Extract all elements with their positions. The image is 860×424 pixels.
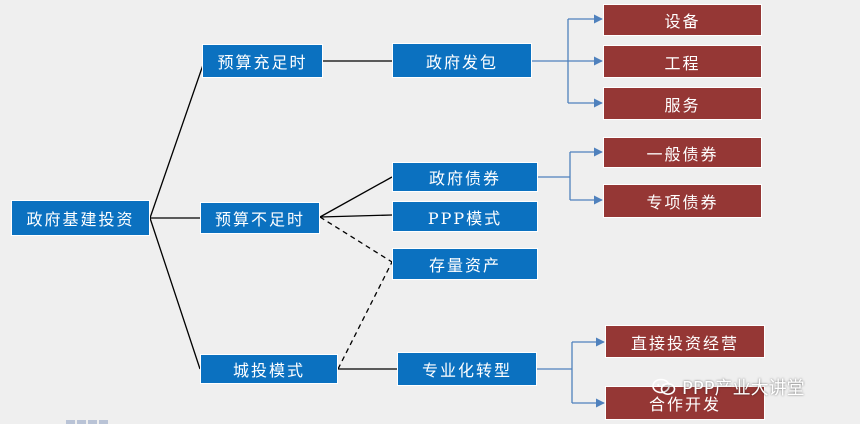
- node-gov-bonds: 政府债券: [392, 162, 538, 192]
- edge-root-sufficient: [149, 61, 205, 219]
- edge-root-urban: [149, 217, 201, 370]
- node-equipment: 设备: [603, 4, 762, 36]
- node-gov-contract: 政府发包: [392, 43, 532, 78]
- bracket-transform: [537, 337, 605, 408]
- node-existing-assets: 存量资产: [392, 248, 538, 280]
- node-engineering: 工程: [603, 45, 762, 78]
- node-direct-investment: 直接投资经营: [605, 325, 765, 358]
- node-ppp: PPP模式: [392, 201, 538, 232]
- node-urban-investment: 城投模式: [200, 354, 338, 384]
- node-budget-sufficient: 预算充足时: [202, 44, 323, 78]
- bracket-bonds: [538, 147, 603, 205]
- node-cooperative-dev: 合作开发: [605, 386, 765, 420]
- node-specialized-transform: 专业化转型: [397, 352, 537, 386]
- watermark-text: PPP产业大讲堂: [682, 378, 805, 399]
- edge-insufficient-assets-dashed: [319, 216, 393, 263]
- watermark: PPP产业大讲堂: [652, 374, 852, 400]
- node-root: 政府基建投资: [11, 200, 150, 236]
- node-special-bonds: 专项债券: [603, 184, 762, 218]
- node-general-bonds: 一般债券: [603, 137, 762, 168]
- edge-urban-assets-dashed: [337, 261, 393, 370]
- edge-insufficient-bonds: [319, 176, 393, 218]
- corner-decoration: [66, 420, 108, 424]
- node-budget-insufficient: 预算不足时: [200, 202, 320, 234]
- wechat-icon: [652, 378, 676, 396]
- bracket-contract: [532, 14, 603, 108]
- edge-insufficient-ppp: [319, 214, 393, 218]
- node-services: 服务: [603, 87, 762, 120]
